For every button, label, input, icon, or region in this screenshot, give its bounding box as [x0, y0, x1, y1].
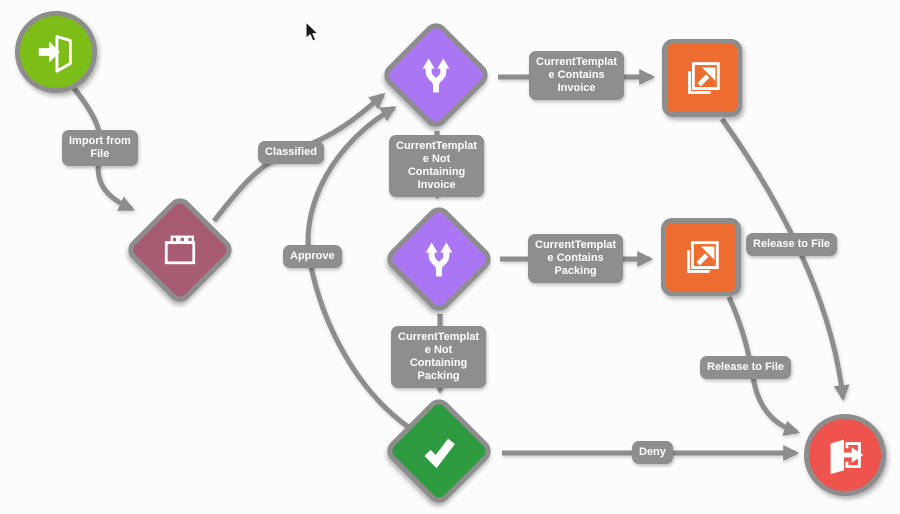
branch-fork-icon — [414, 53, 458, 97]
edge-label-import-from-file[interactable]: Import from File — [62, 130, 138, 166]
checkmark-icon — [416, 428, 462, 474]
node-import[interactable] — [15, 11, 97, 93]
node-classify[interactable] — [123, 193, 237, 307]
node-export-invoice[interactable] — [662, 39, 742, 117]
edge-label-release-to-file-invoice[interactable]: Release to File — [746, 233, 838, 256]
exit-door-icon — [822, 432, 868, 478]
edge-label-approve[interactable]: Approve — [283, 245, 342, 268]
export-icon — [679, 55, 725, 101]
branch-fork-icon — [417, 237, 461, 281]
node-branch-invoice[interactable] — [379, 18, 493, 132]
edge-label-not-containing-packing[interactable]: CurrentTemplat e Not Containing Packing — [391, 326, 487, 388]
node-approve[interactable] — [382, 394, 496, 508]
import-door-icon — [33, 29, 79, 75]
node-branch-packing[interactable] — [382, 202, 496, 316]
classify-window-icon — [158, 228, 202, 272]
edge-label-contains-packing[interactable]: CurrentTemplat e Contains Packing — [528, 234, 624, 283]
mouse-cursor-icon — [305, 22, 320, 42]
edge-label-release-to-file-packing[interactable]: Release to File — [700, 356, 792, 379]
edge-label-classified[interactable]: Classified — [258, 141, 324, 164]
edge-label-deny[interactable]: Deny — [632, 441, 673, 464]
edge-label-not-containing-invoice[interactable]: CurrentTemplat e Not Containing Invoice — [389, 135, 485, 197]
node-exit[interactable] — [804, 414, 886, 496]
export-icon — [678, 234, 724, 280]
edge-label-contains-invoice[interactable]: CurrentTemplat e Contains Invoice — [529, 51, 625, 100]
node-export-packing[interactable] — [661, 218, 741, 296]
